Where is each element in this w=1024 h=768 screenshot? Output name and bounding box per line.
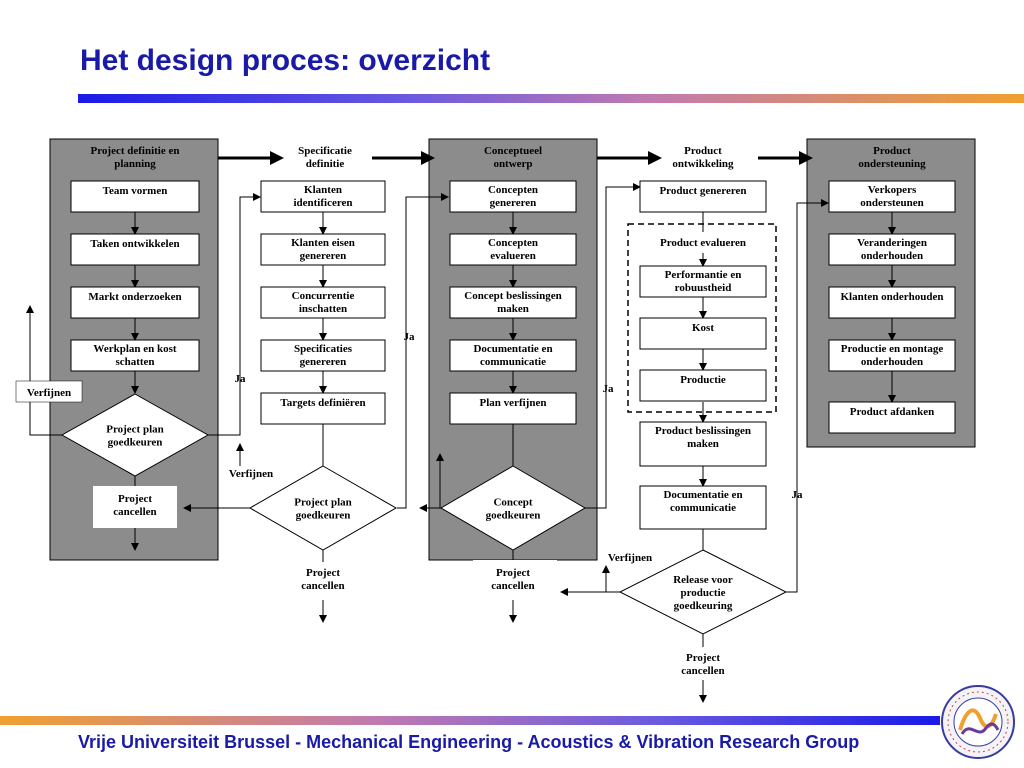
product-evalueren-group	[627, 223, 777, 413]
steps-c2-label-5: Targets definiëren	[280, 397, 365, 409]
steps-c2-box-1	[260, 180, 386, 213]
steps-c1-box-3	[70, 286, 200, 319]
steps-c4-box-5	[639, 421, 767, 467]
cancel-cover-c1	[93, 486, 177, 528]
steps-c4-label-4: Productie	[680, 374, 726, 386]
steps-c1-label-1: Team vormen	[103, 185, 168, 197]
steps-c2-box-4	[260, 339, 386, 372]
steps-c4-box-4	[639, 369, 767, 402]
steps-c3-box-1	[449, 180, 577, 213]
steps-c4-box-3	[639, 317, 767, 350]
decision-c4-shape	[618, 549, 788, 635]
steps-c3-box-5	[449, 392, 577, 425]
slide-title: Het design proces: overzicht	[80, 44, 491, 77]
steps-c4-box-2	[639, 265, 767, 298]
title-underline-bar	[78, 94, 1024, 103]
steps-c3-box-3	[449, 286, 577, 319]
vub-avrg-logo	[941, 685, 1015, 759]
steps-c3-box-4	[449, 339, 577, 372]
steps-c5-box-3	[828, 286, 956, 319]
steps-c1-label-2: Taken ontwikkelen	[90, 238, 179, 250]
cancel-cover-c3	[473, 560, 557, 602]
steps-c1-box-2	[70, 233, 200, 266]
steps-c5-box-1	[828, 180, 956, 213]
steps-c4-label-1: Product genereren	[659, 185, 746, 197]
steps-c5-box-5	[828, 401, 956, 434]
ja-label-c2: Ja	[404, 331, 416, 343]
steps-c4-label-3: Kost	[692, 322, 714, 334]
decision-c1-shape	[60, 393, 210, 477]
steps-c3-box-2	[449, 233, 577, 266]
ja-label-c1: Ja	[235, 373, 247, 385]
decision-c2-shape	[248, 465, 398, 551]
footer-bar	[0, 716, 940, 725]
footer-text: Vrije Universiteit Brussel - Mechanical …	[78, 732, 860, 752]
product-evalueren-label: Product evalueren	[660, 237, 746, 249]
verfijnen-label-c4: Verfijnen	[608, 552, 652, 564]
ja-label-c4: Ja	[792, 489, 804, 501]
ja-label-c3: Ja	[603, 383, 615, 395]
steps-c1-label-3: Markt onderzoeken	[88, 291, 181, 303]
steps-c4-box-6	[639, 485, 767, 530]
decision-c3-shape	[440, 465, 586, 551]
steps-c1-box-1	[70, 180, 200, 213]
steps-c2-box-3	[260, 286, 386, 319]
steps-c4-box-1	[639, 180, 767, 213]
steps-c3-label-5: Plan verfijnen	[480, 397, 547, 409]
steps-c5-box-4	[828, 339, 956, 372]
verfijnen-box-c1	[15, 380, 83, 403]
steps-c1-box-4	[70, 339, 200, 372]
steps-c5-label-3: Klanten onderhouden	[841, 291, 944, 303]
steps-c5-label-5: Product afdanken	[850, 406, 934, 418]
verfijnen-label-c2: Verfijnen	[229, 468, 273, 480]
steps-c5-box-2	[828, 233, 956, 266]
steps-c2-box-2	[260, 233, 386, 266]
steps-c2-box-5	[260, 392, 386, 425]
verfijnen-label-c1: Verfijnen	[27, 387, 71, 399]
